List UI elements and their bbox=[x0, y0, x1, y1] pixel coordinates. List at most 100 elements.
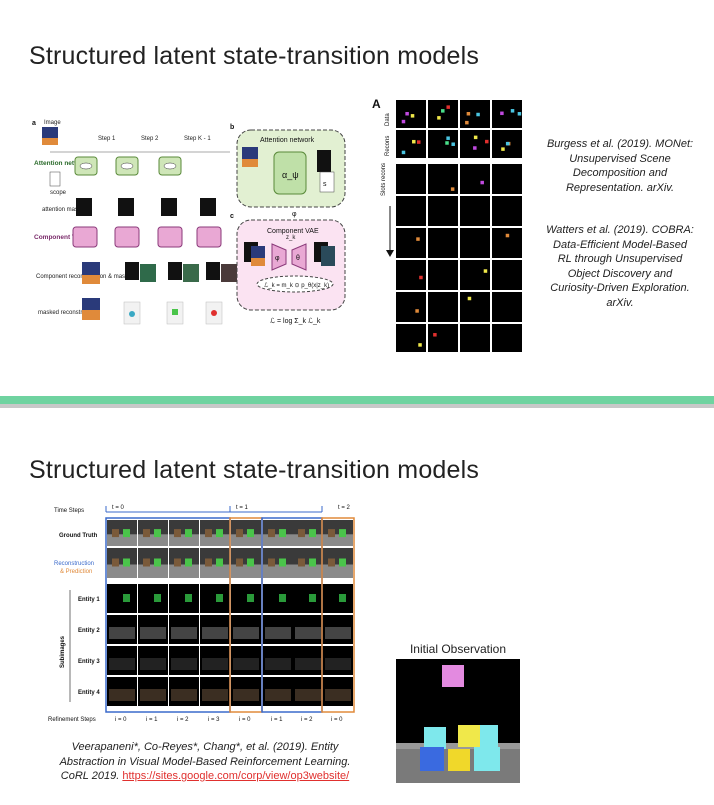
cobra-object bbox=[517, 112, 522, 116]
cobra-object bbox=[446, 136, 450, 140]
cobra-object bbox=[505, 233, 510, 238]
encoder-shape bbox=[271, 243, 287, 271]
op3-cell bbox=[231, 584, 261, 613]
phi-label: φ bbox=[292, 211, 297, 218]
cobra-cells bbox=[396, 100, 522, 352]
citation-op3-link[interactable]: https://sites.google.com/corp/view/op3we… bbox=[122, 770, 350, 782]
loss-total: ℒ = log Σ_k ℒ_k bbox=[270, 317, 321, 325]
cobra-cell bbox=[396, 324, 426, 352]
cobra-cell bbox=[396, 130, 426, 158]
citation-op3: Veerapaneni*, Co-Reyes*, Chang*, et al. … bbox=[45, 740, 365, 784]
cobra-panel-label: A bbox=[372, 97, 381, 111]
op3-cell bbox=[200, 584, 230, 613]
scope-label: scope bbox=[50, 190, 67, 196]
cobra-cell bbox=[460, 164, 490, 194]
op3-cell bbox=[138, 584, 168, 613]
row-label-slots: Slots recons bbox=[381, 163, 387, 196]
row-label-recons: Recons bbox=[385, 136, 391, 156]
op3-cells bbox=[107, 520, 353, 706]
panel-c-label: c bbox=[230, 213, 234, 220]
cobra-grid: A Data Recons Slots recons bbox=[372, 97, 522, 352]
op3-cell bbox=[107, 584, 137, 613]
op3-diagram: Time Steps t = 0 t = 1 t = 2 Ground Trut… bbox=[48, 505, 355, 723]
slide-2: Structured latent state-transition model… bbox=[0, 408, 714, 805]
cobra-object bbox=[466, 111, 471, 116]
cobra-object bbox=[418, 343, 422, 347]
panel-c-title: Component VAE bbox=[267, 228, 319, 235]
vae-blocks bbox=[72, 226, 222, 248]
cobra-object bbox=[416, 237, 420, 241]
row-prediction: & Prediction bbox=[60, 569, 92, 575]
attention-network-label: Attention network bbox=[34, 160, 90, 167]
cobra-object bbox=[445, 141, 449, 145]
cyan-block-front bbox=[474, 747, 500, 771]
panel-b-label: b bbox=[230, 124, 234, 131]
cobra-object bbox=[510, 109, 515, 113]
cobra-cell bbox=[492, 228, 522, 258]
refinement-label-6: i = 2 bbox=[301, 717, 313, 723]
cobra-cell bbox=[396, 196, 426, 226]
refinement-label-5: i = 1 bbox=[271, 717, 283, 723]
cobra-cell bbox=[428, 228, 458, 258]
cobra-object bbox=[483, 269, 488, 273]
cobra-object bbox=[485, 139, 489, 144]
blue-block bbox=[420, 747, 444, 771]
refinement-label-4: i = 0 bbox=[239, 717, 251, 723]
cobra-cell bbox=[396, 228, 426, 258]
masks bbox=[76, 198, 216, 216]
decoder-shape bbox=[291, 243, 307, 271]
cobra-cell bbox=[396, 100, 426, 128]
slide-divider bbox=[0, 396, 714, 408]
op3-cell bbox=[293, 584, 323, 613]
refinement-steps-label: Refinement Steps bbox=[48, 717, 96, 723]
cobra-object bbox=[401, 150, 406, 155]
component-vae-label: Component VAE bbox=[34, 234, 85, 241]
row-entity-3: Entity 3 bbox=[78, 659, 100, 665]
yellow-block bbox=[448, 749, 470, 771]
initial-observation-label: Initial Observation bbox=[409, 642, 507, 656]
cobra-object bbox=[473, 135, 478, 140]
panel-a-label: a bbox=[32, 120, 36, 127]
cobra-cell bbox=[396, 260, 426, 290]
cobra-cell bbox=[428, 100, 458, 128]
alpha-block bbox=[273, 151, 307, 195]
cobra-object bbox=[465, 120, 469, 125]
alpha-label: α_ψ bbox=[282, 170, 299, 180]
cobra-object bbox=[401, 119, 406, 124]
row-reconstruction: Reconstruction bbox=[54, 561, 94, 567]
step-1-label: Step 1 bbox=[98, 136, 116, 142]
refinement-label-3: i = 3 bbox=[208, 717, 220, 723]
cobra-cell bbox=[460, 260, 490, 290]
attention-mask-label: attention mask bbox=[42, 207, 82, 213]
s-label: s bbox=[323, 181, 327, 188]
panel-b-title: Attention network bbox=[260, 137, 315, 144]
image-label: Image bbox=[44, 120, 61, 126]
z-label: z_k bbox=[286, 235, 296, 241]
cobra-object bbox=[446, 105, 450, 109]
cobra-cell bbox=[492, 196, 522, 226]
op3-cell bbox=[169, 584, 199, 613]
yellow-block-top bbox=[458, 725, 480, 747]
cobra-figure: A Data Recons Slots recons bbox=[368, 94, 528, 356]
row-entity-2: Entity 2 bbox=[78, 628, 100, 634]
cobra-object bbox=[405, 111, 409, 116]
monet-diagram: a Image Step 1 Step 2 Step K - 1 Attenti… bbox=[32, 120, 346, 325]
row-entity-4: Entity 4 bbox=[78, 690, 100, 696]
cobra-cell bbox=[492, 292, 522, 322]
cobra-object bbox=[473, 146, 477, 150]
cobra-object bbox=[505, 141, 510, 146]
cobra-cell bbox=[492, 100, 522, 128]
citation-monet: Burgess et al. (2019). MONet: Unsupervis… bbox=[546, 138, 694, 194]
decoder-theta: θ bbox=[296, 255, 300, 262]
cobra-cell bbox=[492, 324, 522, 352]
monet-figure: a Image Step 1 Step 2 Step K - 1 Attenti… bbox=[30, 112, 360, 334]
cobra-object bbox=[501, 147, 505, 151]
scope-box bbox=[49, 171, 61, 187]
subimages-label: Subimages bbox=[60, 635, 66, 668]
time-label-2: t = 2 bbox=[338, 505, 351, 511]
cobra-cell bbox=[492, 260, 522, 290]
row-ground-truth: Ground Truth bbox=[59, 533, 98, 539]
cyan-block-right bbox=[480, 725, 498, 747]
cobra-object bbox=[437, 116, 441, 120]
